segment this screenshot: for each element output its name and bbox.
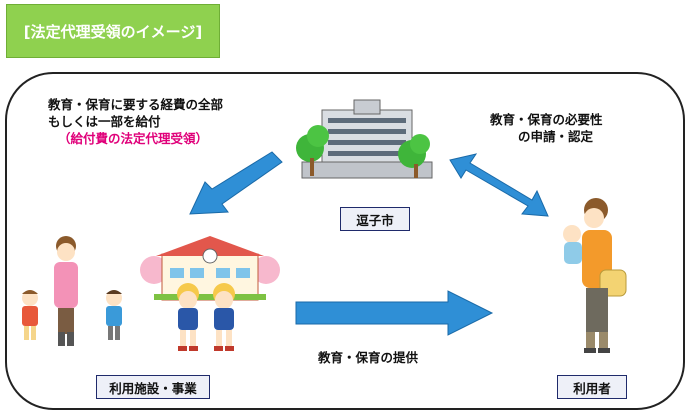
facility-label: 利用施設・事業 <box>96 375 210 399</box>
caregiver-with-children-icon <box>22 236 122 346</box>
payment-text-line1: 教育・保育に要する経費の全部 <box>48 97 224 112</box>
payment-text-line2: もしくは一部を給付 <box>48 114 161 129</box>
certification-text-line1: 教育・保育の必要性 <box>490 112 603 127</box>
city-hall-icon <box>296 99 433 179</box>
children-yellow-hats-icon <box>177 283 235 351</box>
page-title: [法定代理受領のイメージ] <box>23 22 203 41</box>
city-label: 逗子市 <box>340 207 410 231</box>
title-box: [法定代理受領のイメージ] <box>6 4 220 58</box>
payment-note: （給付費の法定代理受領） <box>58 131 209 146</box>
user-parent-with-baby-icon <box>563 198 627 353</box>
user-label: 利用者 <box>557 375 627 399</box>
certification-text-line2: の申請・認定 <box>518 129 594 144</box>
provision-text: 教育・保育の提供 <box>318 350 419 365</box>
